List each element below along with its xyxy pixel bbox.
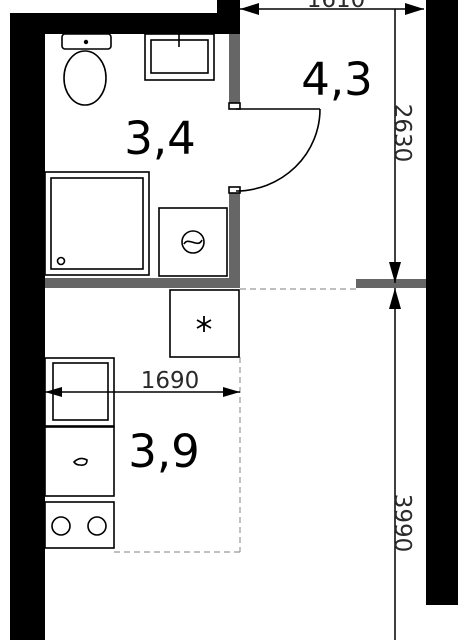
upper-height-arrow [389, 262, 401, 283]
swirl-icon [181, 230, 205, 254]
toilet-bowl [63, 50, 107, 106]
kitchen-outline [114, 288, 356, 553]
top-width-arrow-right [405, 3, 424, 15]
asterisk-icon [196, 316, 212, 332]
washing-machine [158, 207, 228, 277]
door-jamb-top [228, 102, 241, 110]
toilet-tank [61, 33, 112, 50]
shower-drain [56, 256, 66, 266]
hob-burner-left [51, 516, 71, 536]
upper-height-label: 2630 [389, 104, 415, 163]
toilet-flush-button [83, 39, 89, 45]
hob-body [44, 501, 115, 549]
bathroom-bottom-wall [45, 278, 240, 288]
kitchen-area-label: 3,9 [128, 425, 200, 478]
shower-outer [44, 171, 150, 276]
partitions [45, 34, 426, 288]
top-outer-wall [10, 13, 240, 34]
bathroom-wall-upper [229, 34, 240, 104]
shower-inner [50, 177, 144, 270]
hob-burner-right [87, 516, 107, 536]
top-right-wall-stub [217, 0, 240, 34]
top-width-label: 1610 [307, 0, 366, 13]
top-width-arrow-left [240, 3, 259, 15]
extractor-unit [169, 289, 240, 358]
bathroom-wall-lower [229, 192, 240, 288]
lower-height-arrow [389, 288, 401, 309]
kitchen-counter [44, 426, 115, 497]
outer-walls [10, 0, 458, 640]
kitchen-width-label: 1690 [141, 368, 200, 394]
counter-body [44, 426, 115, 497]
drop-icon [72, 457, 88, 466]
door-jamb-bottom [228, 186, 241, 194]
hob-icon [44, 501, 115, 549]
bathroom-door [228, 102, 321, 194]
left-outer-wall [10, 13, 45, 640]
door-swing-arc [235, 108, 321, 192]
extractor-body [169, 289, 240, 358]
kitchen-width-arrow-left [45, 387, 62, 397]
hall-area-label: 4,3 [301, 53, 373, 106]
washer-body [158, 207, 228, 277]
bathroom-sink-icon [144, 33, 215, 81]
shower-tray-icon [44, 171, 150, 276]
right-outer-wall [426, 0, 458, 605]
bathroom-area-label: 3,4 [124, 112, 196, 165]
kitchen-width-arrow-right [223, 387, 240, 397]
dimension-lines [45, 3, 424, 640]
right-wall-stub [356, 279, 426, 288]
lower-height-label: 3990 [389, 494, 415, 553]
toilet-icon [61, 33, 112, 106]
